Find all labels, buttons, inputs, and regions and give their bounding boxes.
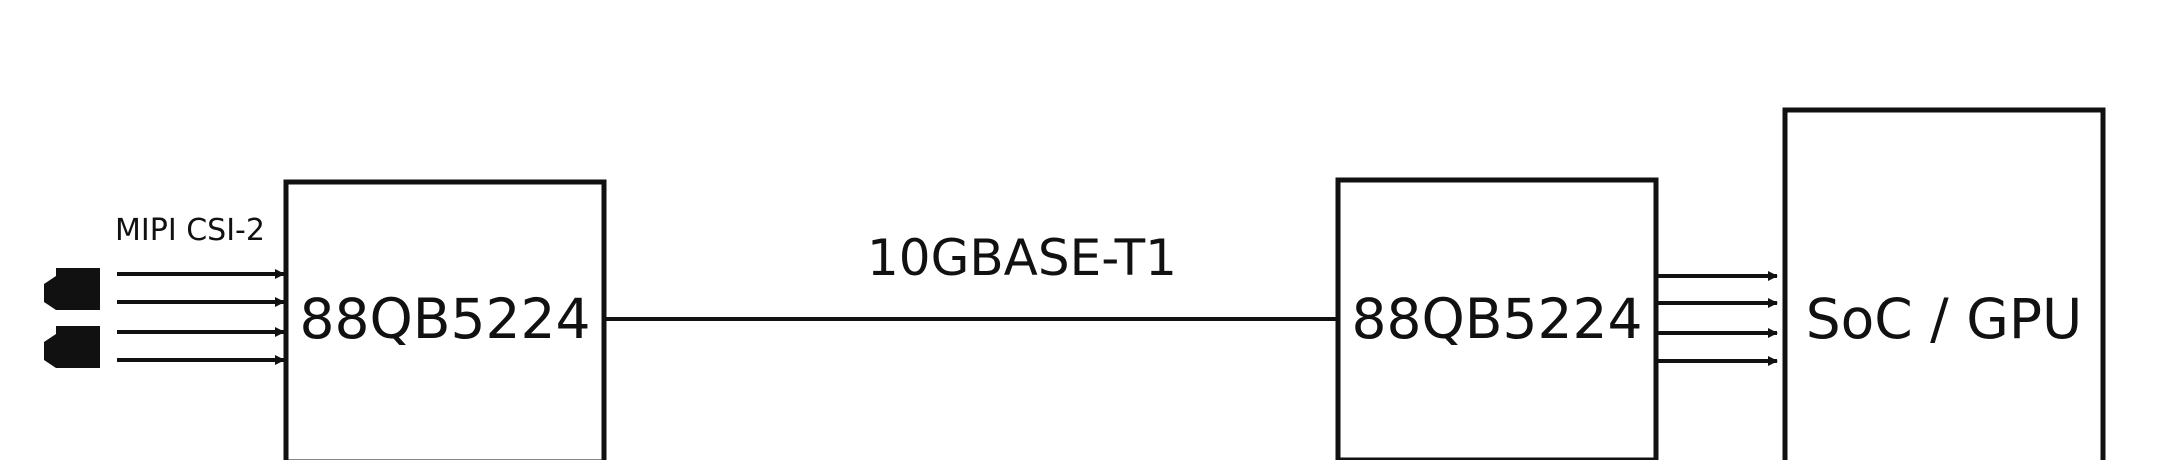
input-interface-label: MIPI CSI-2 (115, 213, 265, 248)
soc-gpu-label: SoC / GPU (1806, 287, 2083, 351)
soc-gpu-block: SoC / GPU (1782, 107, 2106, 464)
camera-icon (44, 268, 100, 310)
camera-icon (44, 326, 100, 368)
deserializer-block: 88QB5224 (1335, 177, 1659, 463)
input-arrows (117, 269, 285, 365)
serializer-label: 88QB5224 (300, 287, 591, 351)
output-arrows (1656, 271, 1778, 366)
serializer-block: 88QB5224 (283, 179, 607, 464)
ethernet-link-label: 10GBASE-T1 (867, 229, 1177, 287)
deserializer-label: 88QB5224 (1352, 287, 1643, 351)
